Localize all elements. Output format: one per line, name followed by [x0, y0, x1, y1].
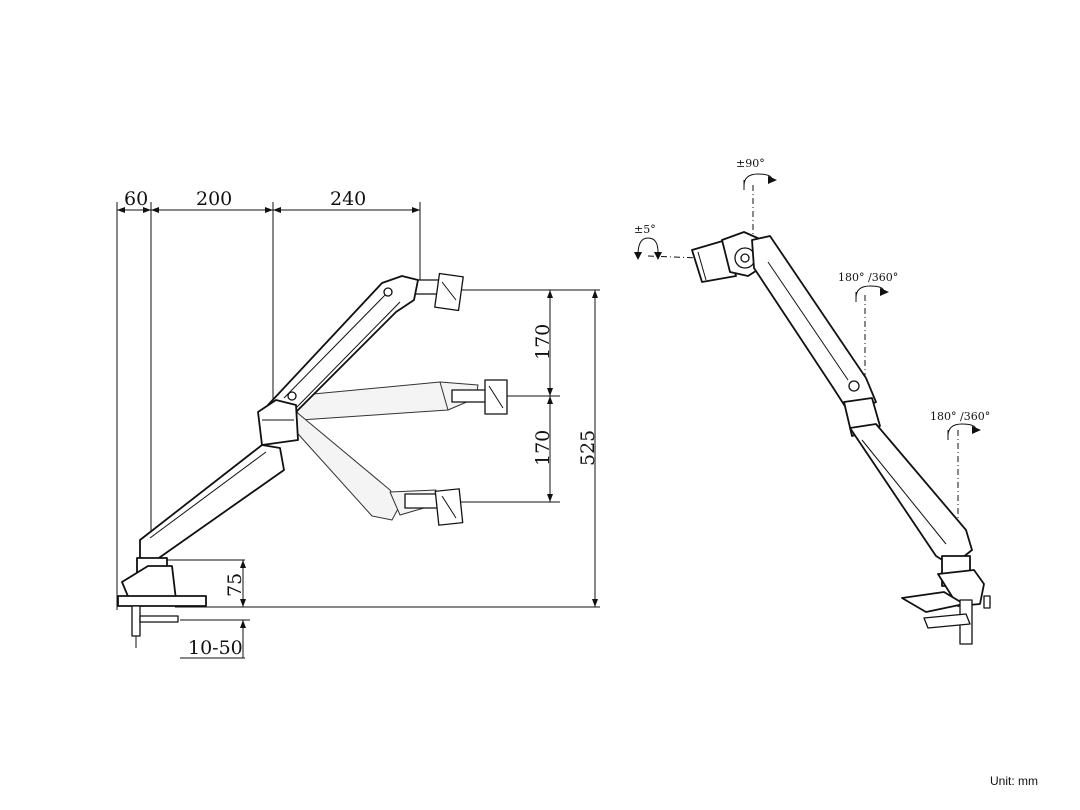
elbow-joint [257, 399, 299, 446]
swivel-axis [647, 255, 701, 259]
dim-525-label: 525 [577, 430, 599, 466]
tilt-label: ±90° [736, 157, 765, 170]
iso-clamp-base [901, 555, 991, 645]
swivel-label: ±5° [634, 223, 656, 236]
vesa-bracket-bottom [404, 488, 464, 526]
dim-10-50-label: 10-50 [188, 637, 243, 659]
top-dimension-line [116, 202, 421, 610]
iso-lower-arm [849, 423, 973, 567]
vesa-bracket-middle [451, 379, 508, 415]
side-view: 60 200 240 170 170 525 75 [116, 188, 600, 659]
dim-170-upper-label: 170 [532, 324, 554, 360]
dim-240-label: 240 [330, 188, 366, 210]
lower-rotation-label: 180° /360° [930, 410, 990, 423]
dim-75-label: 75 [224, 573, 246, 597]
right-dimension-lines [460, 289, 600, 607]
lower-arm [139, 444, 285, 561]
iso-view: ±90° ±5° 180° /360° 180° /360° [634, 157, 991, 645]
dim-60-label: 60 [124, 188, 148, 210]
dim-200-label: 200 [196, 188, 232, 210]
upper-arm-raised [267, 275, 419, 419]
upper-rotation-label: 180° /360° [838, 271, 898, 284]
swivel-arrow-icon [634, 237, 662, 260]
clamp-dimension [180, 619, 250, 659]
tilt-arrow-icon [743, 173, 777, 190]
upper-rotation-arrow-icon [855, 285, 889, 302]
clamp-base [117, 557, 207, 648]
unit-label: Unit: mm [990, 774, 1038, 788]
height-dimension [165, 559, 246, 607]
dim-170-lower-label: 170 [532, 430, 554, 466]
lower-rotation-arrow-icon [947, 423, 981, 440]
iso-upper-arm [751, 235, 877, 415]
